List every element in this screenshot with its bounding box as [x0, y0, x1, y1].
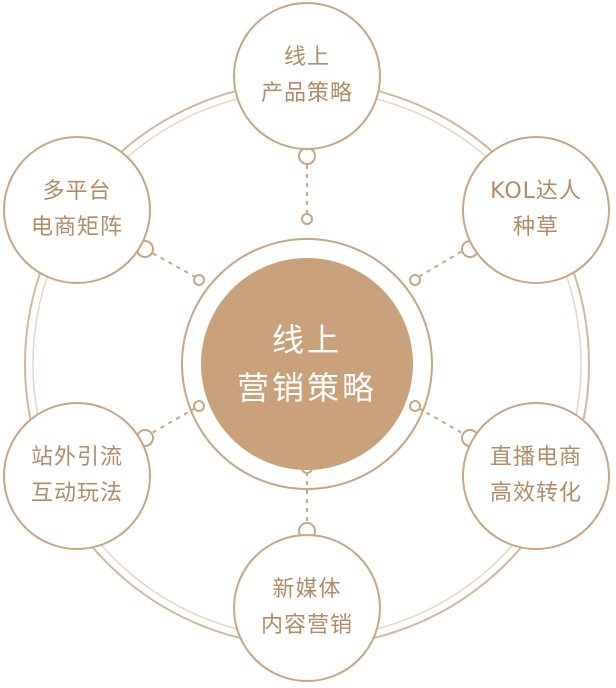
node-line-2: 电商矩阵 [30, 215, 123, 240]
node-line-2: 高效转化 [489, 481, 582, 506]
node-live-commerce: 直播电商 高效转化 [462, 402, 610, 550]
node-line-1: 站外引流 [30, 445, 123, 470]
inner-dot-bottom-left [193, 400, 205, 412]
node-line-2: 互动玩法 [30, 481, 123, 506]
inner-dot-top-left [193, 274, 205, 286]
center-node: 线上 营销策略 [201, 258, 413, 470]
node-line-1: 多平台 [42, 179, 112, 204]
center-line-1: 线上 [271, 321, 342, 359]
node-offsite-traffic: 站外引流 互动玩法 [3, 402, 151, 550]
connector-bottom-right [414, 405, 470, 438]
inner-dot-top [301, 213, 313, 225]
node-line-1: 线上 [283, 45, 330, 70]
node-kol: KOL达人 种草 [462, 136, 610, 284]
center-line-2: 营销策略 [236, 369, 377, 407]
node-dot-top [298, 147, 316, 165]
node-line-2: 内容营销 [260, 613, 353, 638]
node-line-2: 种草 [512, 215, 559, 240]
connector-top-left [144, 248, 200, 280]
inner-dot-top-right [409, 274, 421, 286]
inner-dot-bottom-right [409, 400, 421, 412]
connector-top-right [414, 246, 470, 280]
node-multi-platform: 多平台 电商矩阵 [3, 136, 151, 284]
node-line-1: 新媒体 [272, 577, 342, 602]
node-line-2: 产品策略 [260, 81, 353, 106]
connector-bottom-left [144, 405, 200, 438]
node-product-strategy: 线上 产品策略 [233, 2, 381, 150]
node-line-1: KOL达人 [490, 179, 582, 204]
node-line-1: 直播电商 [489, 445, 582, 470]
node-new-media: 新媒体 内容营销 [233, 534, 381, 682]
